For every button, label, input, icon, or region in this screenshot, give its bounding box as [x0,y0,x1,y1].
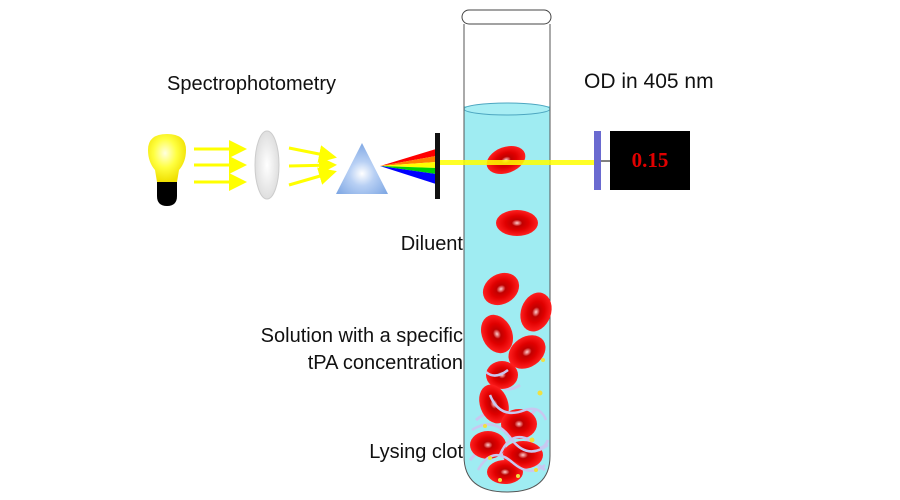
solution-label-line1: Solution with a specific [260,325,463,347]
light-bulb-icon [148,134,186,206]
lens-icon [254,130,280,200]
diluent-label: Diluent [400,233,463,255]
od-title: OD in 405 nm [584,70,714,93]
focused-rays-icon [288,145,337,187]
rbc-icon [470,431,506,459]
rbc-icon [482,272,520,306]
spectrophotometry-title: Spectrophotometry [167,73,336,95]
rbc-icon [480,314,514,354]
rbc-icon [487,460,523,484]
od-readout-display: 0.15 [610,131,690,190]
rbc-icon [501,409,537,439]
rbc-icon [496,210,538,236]
solution-label: Solution with a specific tPA concentrati… [261,323,463,377]
light-rays-icon [194,140,247,191]
od-value: 0.15 [631,148,669,172]
light-beam [440,160,595,165]
lysing-clot-label: Lysing clot [369,441,463,463]
rbc-icon [520,292,552,332]
detector-icon [594,131,601,190]
red-blood-cells [470,145,552,484]
solution-label-line2: tPA concentration [307,352,463,374]
rbc-icon [508,335,546,369]
slit-icon [435,133,440,199]
spectrum-icon [380,149,436,184]
tpa-particles-icon [483,358,545,482]
prism-icon [336,143,388,194]
